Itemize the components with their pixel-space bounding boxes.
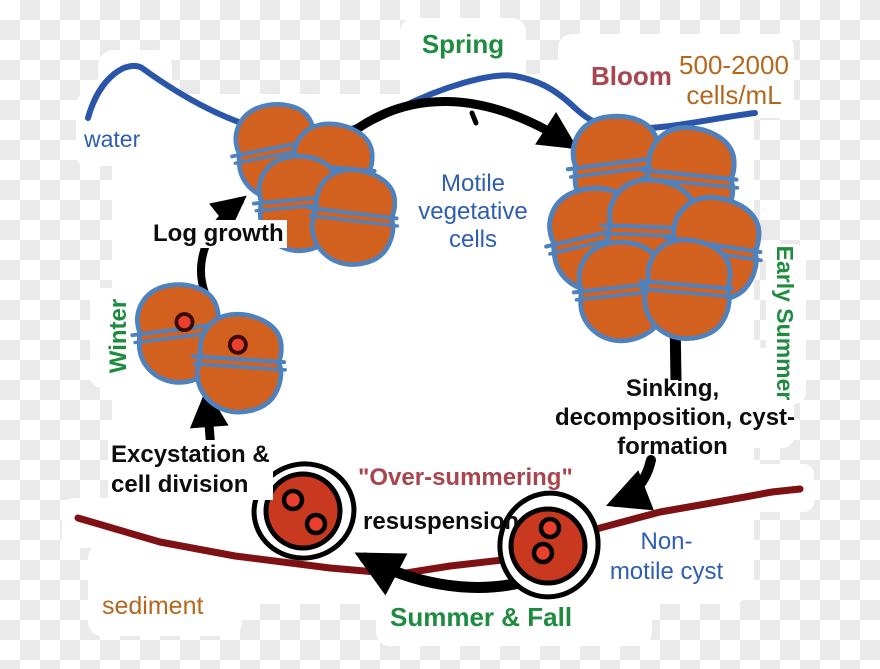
spring-growth-arrow [345, 97, 579, 150]
summer-fall-label: Summer & Fall [390, 602, 573, 632]
cell-nucleus-dot [227, 334, 248, 355]
cyst-dot [531, 541, 555, 565]
cyst-dot [538, 516, 562, 540]
excystation-label: Excystation & cell division [108, 440, 273, 500]
cell-nucleus-dot [174, 312, 195, 333]
cell-density-line1: 500-2000 [679, 50, 789, 80]
winter-cells [128, 280, 290, 416]
log-growth-label: Log growth [150, 220, 287, 248]
winter-label: Winter [105, 298, 133, 374]
over-summering-label: "Over-summering" [358, 464, 573, 491]
resuspension-label: resuspension [363, 508, 520, 535]
water-label: water [84, 126, 141, 152]
spring-label: Spring [421, 29, 505, 59]
cell-density-line2: cells/mL [686, 80, 782, 110]
non-motile-cyst [497, 490, 601, 600]
excysting-cyst [251, 461, 357, 561]
cyst-dot [281, 488, 305, 512]
sediment-label: sediment [102, 592, 204, 620]
cyst-dot [304, 512, 328, 536]
bloom-label: Bloom [591, 61, 672, 91]
cyst-formation-arrow [605, 455, 656, 511]
motile-vegetative-cells-label: Motile vegetative cells [418, 170, 528, 253]
cell-density-label: 500-2000 cells/mL [672, 50, 796, 110]
sinking-label: Sinking, decomposition, cyst- formation [555, 375, 796, 460]
tick-mark [469, 110, 479, 126]
non-motile-cyst-label: Non- motile cyst [609, 528, 724, 585]
